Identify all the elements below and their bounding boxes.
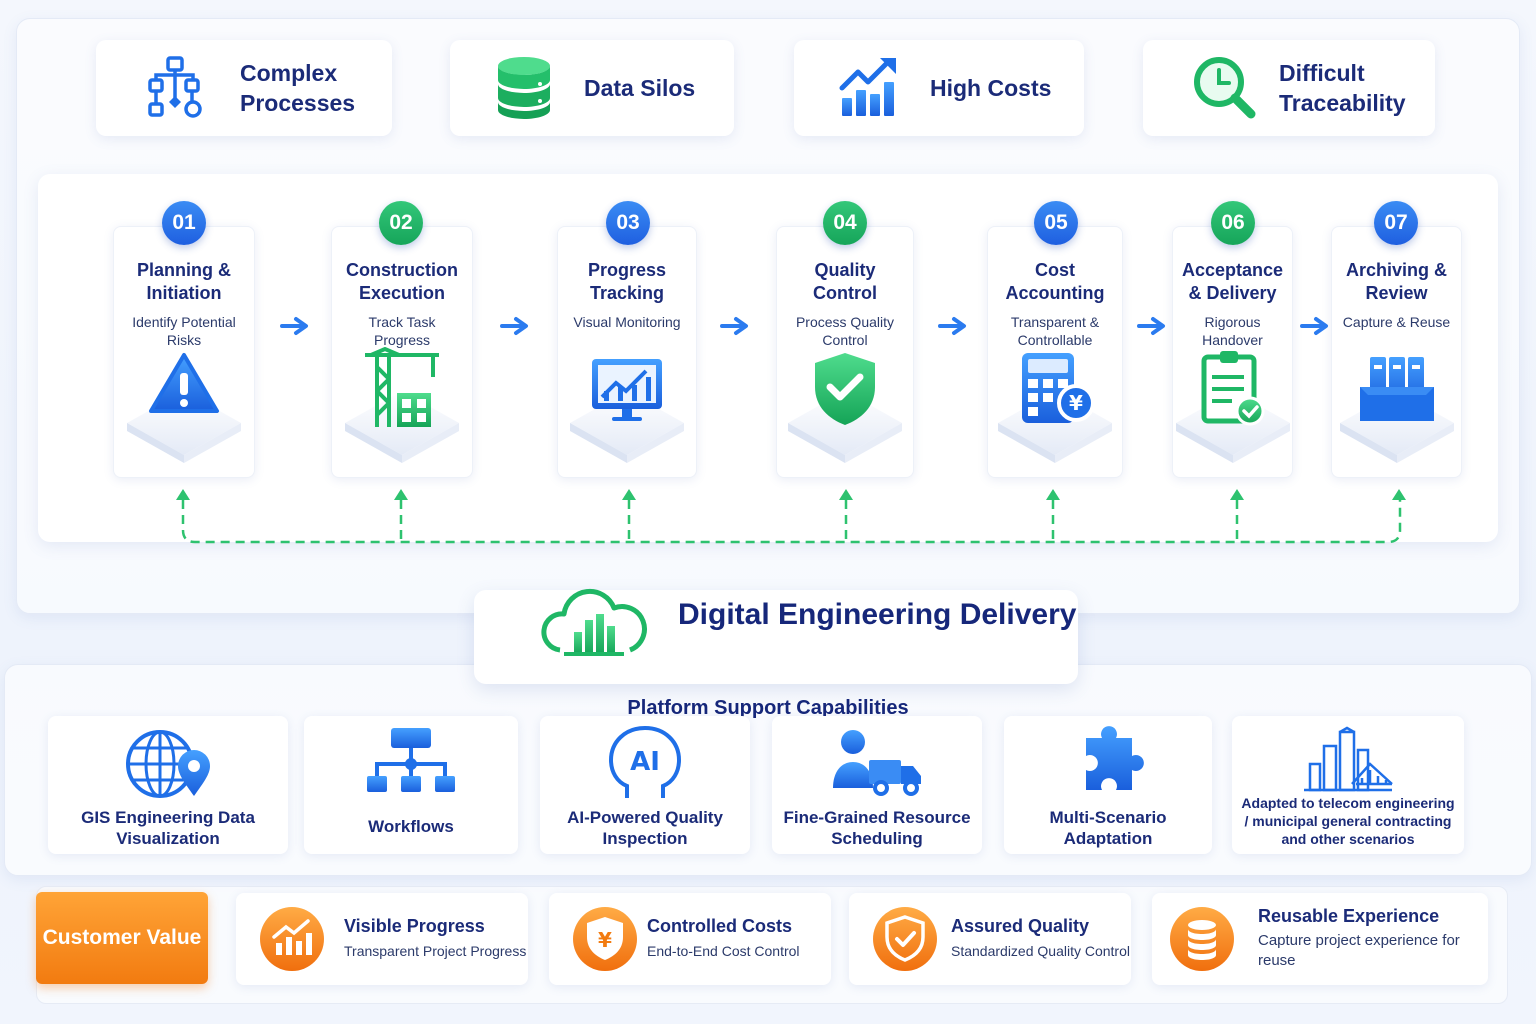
value-title: Visible Progress bbox=[344, 916, 485, 936]
step-desc: Transparent & Controllable bbox=[1010, 314, 1100, 348]
monitor-chart-icon bbox=[570, 359, 684, 463]
arrow-right-icon bbox=[938, 317, 966, 335]
step-title: Planning & Initiation bbox=[137, 260, 231, 303]
step-number-badge: 04 bbox=[823, 201, 867, 245]
capability-scenario-adaptation: Adapted to telecom engineering / municip… bbox=[1232, 716, 1464, 854]
archive-binders-icon bbox=[1339, 357, 1454, 463]
pain-card-data-silos: Data Silos bbox=[450, 40, 734, 136]
cloud-city-icon bbox=[541, 588, 647, 656]
step-title: Archiving & Review bbox=[1345, 260, 1447, 303]
value-title: Controlled Costs bbox=[647, 916, 793, 936]
svg-text:¥: ¥ bbox=[1069, 391, 1083, 415]
step-desc: Identify Potential Risks bbox=[132, 314, 236, 348]
city-bridge-icon bbox=[1304, 726, 1393, 792]
step-number-badge: 01 bbox=[162, 201, 206, 245]
step-number-badge: 07 bbox=[1374, 201, 1418, 245]
capability-gis: GIS Engineering Data Visualization bbox=[48, 716, 288, 854]
pain-label: High Costs bbox=[930, 75, 1052, 101]
check-shield-icon bbox=[873, 907, 937, 971]
value-subtitle: End-to-End Cost Control bbox=[647, 943, 800, 959]
capability-multi-scenario: Multi-Scenario Adaptation bbox=[1004, 716, 1212, 854]
step-number-badge: 06 bbox=[1211, 201, 1255, 245]
step-card-acceptance: Acceptance & Delivery Rigorous Handover bbox=[1172, 226, 1293, 478]
arrow-right-icon bbox=[720, 317, 748, 335]
step-desc: Process Quality Control bbox=[795, 314, 895, 348]
shield-check-icon bbox=[788, 353, 902, 463]
step-card-cost: Cost Accounting Transparent & Controllab… bbox=[987, 226, 1123, 478]
pain-card-difficult-traceability: Difficult Traceability bbox=[1143, 40, 1435, 136]
digital-delivery-hub bbox=[474, 588, 1078, 684]
rising-chart-icon bbox=[839, 58, 896, 116]
pain-card-complex-processes: Complex Processes bbox=[96, 40, 392, 136]
stacked-database-icon bbox=[1170, 907, 1234, 971]
value-visible-progress: Visible Progress Transparent Project Pro… bbox=[236, 893, 528, 985]
clock-search-icon bbox=[1194, 57, 1256, 119]
step-number-badge: 02 bbox=[379, 201, 423, 245]
capability-label: Fine-Grained Resource Scheduling bbox=[783, 808, 971, 848]
value-subtitle: Transparent Project Progress bbox=[344, 943, 527, 959]
step-desc: Visual Monitoring bbox=[573, 314, 681, 330]
step-number-badge: 05 bbox=[1034, 201, 1078, 245]
step-desc: Rigorous Handover bbox=[1202, 314, 1263, 348]
capability-label: GIS Engineering Data Visualization bbox=[81, 808, 255, 848]
value-subtitle: Capture project experience for reuse bbox=[1258, 932, 1460, 969]
step-desc: Capture & Reuse bbox=[1342, 314, 1451, 330]
arrow-right-icon bbox=[280, 317, 308, 335]
capability-label: Adapted to telecom engineering / municip… bbox=[1241, 795, 1455, 847]
calculator-yen-icon: ¥ bbox=[998, 353, 1112, 463]
value-subtitle: Standardized Quality Control bbox=[951, 943, 1130, 959]
value-reusable-experience: Reusable Experience Capture project expe… bbox=[1152, 893, 1488, 985]
step-desc: Track Task Progress bbox=[368, 314, 436, 348]
progress-chart-icon bbox=[260, 907, 324, 971]
globe-pin-icon bbox=[126, 730, 210, 798]
capability-label: Multi-Scenario Adaptation bbox=[1049, 808, 1167, 848]
arrow-right-icon bbox=[1300, 317, 1328, 335]
puzzle-icon bbox=[1086, 726, 1144, 790]
workflow-tree-icon bbox=[367, 728, 455, 792]
value-title: Reusable Experience bbox=[1258, 906, 1440, 926]
pain-label: Data Silos bbox=[584, 75, 696, 101]
customer-value-badge: Customer Value bbox=[36, 892, 208, 984]
capability-workflows: Workflows bbox=[304, 716, 518, 854]
step-title: Quality Control bbox=[813, 260, 877, 303]
flowchart-icon bbox=[148, 56, 202, 118]
capability-label: AI-Powered Quality Inspection bbox=[567, 808, 723, 848]
yen-shield-icon: ¥ bbox=[573, 907, 637, 971]
step-card-planning: Planning & Initiation Identify Potential… bbox=[113, 226, 255, 478]
svg-text:¥: ¥ bbox=[598, 928, 612, 952]
platform-title: Platform Support Capabilities bbox=[627, 697, 909, 719]
step-card-quality: Quality Control Process Quality Control bbox=[776, 226, 914, 478]
pain-label: Complex Processes bbox=[240, 60, 356, 116]
database-icon bbox=[498, 57, 550, 119]
digital-delivery-title: Digital Engineering Delivery bbox=[678, 598, 1077, 631]
value-assured-quality: Assured Quality Standardized Quality Con… bbox=[849, 893, 1131, 985]
pain-card-high-costs: High Costs bbox=[794, 40, 1084, 136]
step-card-archiving: Archiving & Review Capture & Reuse bbox=[1331, 226, 1462, 478]
step-title: Cost Accounting bbox=[1005, 260, 1105, 303]
pain-label: Difficult Traceability bbox=[1279, 60, 1406, 116]
person-truck-icon bbox=[833, 730, 921, 796]
capability-ai-inspection: AI AI-Powered Quality Inspection bbox=[540, 716, 750, 854]
step-card-construction: Construction Execution Track Task Progre… bbox=[331, 226, 473, 478]
step-card-progress: Progress Tracking Visual Monitoring bbox=[557, 226, 697, 478]
value-controlled-costs: ¥ Controlled Costs End-to-End Cost Contr… bbox=[549, 893, 831, 985]
arrow-right-icon bbox=[500, 317, 528, 335]
step-title: Acceptance & Delivery bbox=[1181, 260, 1284, 303]
warning-icon bbox=[127, 353, 241, 463]
ai-head-icon: AI bbox=[608, 726, 682, 798]
clipboard-check-icon bbox=[1175, 351, 1290, 463]
step-title: Progress Tracking bbox=[587, 260, 667, 303]
arrow-right-icon bbox=[1137, 317, 1165, 335]
capability-label: Workflows bbox=[368, 817, 454, 836]
step-number-badge: 03 bbox=[606, 201, 650, 245]
tower-crane-icon bbox=[345, 347, 459, 463]
capability-resource-scheduling: Fine-Grained Resource Scheduling bbox=[772, 716, 982, 854]
value-title: Assured Quality bbox=[951, 916, 1090, 936]
svg-text:AI: AI bbox=[630, 747, 660, 777]
step-title: Construction Execution bbox=[346, 260, 458, 303]
